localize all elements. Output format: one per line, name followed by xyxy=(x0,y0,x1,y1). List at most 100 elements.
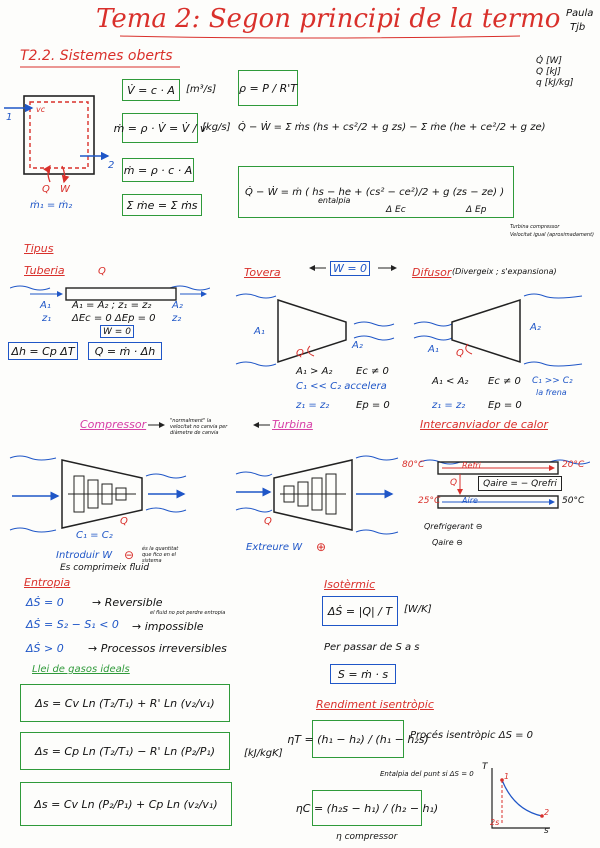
ts-x-label: s xyxy=(544,826,549,836)
intercanviador-diagram xyxy=(420,459,590,509)
w-zero-arrows xyxy=(309,265,397,271)
gasos-eq3-box: Δs = Cv Ln (P₂/P₁) + Cp Ln (v₂/v₁) xyxy=(20,782,232,826)
gasos-heading: Llei de gasos ideals xyxy=(32,664,130,675)
isoterm-note: Per passar de S a s xyxy=(324,642,420,653)
tuberia-z1: z₁ xyxy=(42,313,52,324)
entropia-note-2: el fluid no pot perdre entropia xyxy=(150,610,226,616)
tovera-ec: Ec ≠ 0 xyxy=(356,366,389,377)
difusor-line1: A₁ < A₂ xyxy=(432,376,469,387)
difusor-diagram xyxy=(413,293,583,367)
ic-t-in-hot: 80°C xyxy=(402,460,425,470)
page-title: Tema 2: Segon principi de la termo xyxy=(96,4,561,34)
tuberia-diagram xyxy=(10,285,210,301)
eta-c-box: ηC = (h₂s − h₁) / (h₂ − h₁) xyxy=(296,790,438,826)
isoterm-unit: [W/K] xyxy=(404,604,432,615)
entropia-text-3: → Processos irreversibles xyxy=(88,642,227,655)
label-delta-ec: Δ Ec xyxy=(386,205,406,215)
rendiment-process: Procés isentròpic ΔS = 0 xyxy=(410,730,534,741)
gasos-eq1-box: Δs = Cv Ln (T₂/T₁) + R' Ln (v₂/v₁) xyxy=(20,684,230,722)
ic-eq: Qaire = − Qrefri xyxy=(483,478,557,489)
eq-balance: Σ ṁe = Σ ṁs xyxy=(126,198,198,212)
compressor-minus-icon: ⊖ xyxy=(124,548,135,562)
q-label: Q xyxy=(42,184,50,195)
entropia-text-2: → impossible xyxy=(132,620,204,633)
difusor-note: (Divergeix ; s'expansiona) xyxy=(452,267,557,276)
compressor-title: Compressor xyxy=(80,418,147,431)
tuberia-a2: A₂ xyxy=(172,300,183,311)
ic-fluid1: Refri xyxy=(462,461,481,470)
inlet-label: 1 xyxy=(6,112,13,123)
ic-t-out-cold: 50°C xyxy=(562,496,585,506)
eq-flow-box: V̇ = c · A xyxy=(122,79,180,101)
eq-flow-unit: [m³/s] xyxy=(186,84,217,95)
ts-p2s: 2s xyxy=(490,818,500,827)
isoterm-heading: Isotèrmic xyxy=(324,578,376,591)
difusor-q: Q xyxy=(456,348,464,359)
eq-energy2-box: Q̇ − Ẇ = ṁ ( hs − he + (cs² − ce²)/2 + g… xyxy=(238,166,514,218)
isoterm-eq-box: ΔṠ = |Q| / T xyxy=(322,596,398,626)
tuberia-w: W = 0 xyxy=(103,326,131,337)
eta-c-note: η compressor xyxy=(336,832,398,842)
rendiment-heading: Rendiment isentròpic xyxy=(316,698,434,711)
eq-energy: Q̇ − Ẇ = Σ ṁs (hs + cs²/2 + g zs) − Σ ṁe… xyxy=(238,122,546,133)
tuberia-z2: z₂ xyxy=(172,313,182,324)
gasos-eq1: Δs = Cv Ln (T₂/T₁) + R' Ln (v₂/v₁) xyxy=(35,696,215,710)
w-label: W xyxy=(60,184,70,195)
ic-q: Q xyxy=(450,478,458,488)
difusor-a1: A₁ xyxy=(428,344,439,355)
ts-p2: 2 xyxy=(544,808,550,817)
turbina-title: Turbina xyxy=(272,418,313,431)
gasos-eq2-box: Δs = Cp Ln (T₂/T₁) − R' Ln (P₂/P₁) xyxy=(20,732,230,770)
eq-density-box: ρ = P / R'T xyxy=(238,70,298,106)
section-heading-underline xyxy=(20,66,180,68)
difusor-title: Difusor xyxy=(412,266,452,279)
difusor-ec: Ec ≠ 0 xyxy=(488,376,521,387)
ts-graph xyxy=(491,768,550,829)
eq-mass-box: ṁ = ρ · V̇ = V̇ / v xyxy=(114,113,206,143)
tuberia-a1: A₁ xyxy=(40,300,51,311)
ic-fluid2: Aire xyxy=(462,496,478,505)
entropia-text-1: → Reversible xyxy=(92,596,163,609)
rendiment-note: Entalpia del punt si ΔS = 0 xyxy=(380,770,474,778)
difusor-c: C₁ >> C₂ xyxy=(532,376,573,386)
difusor-line2: z₁ = z₂ xyxy=(432,400,466,411)
isoterm-eq: ΔṠ = |Q| / T xyxy=(327,604,393,618)
eq-balance-box: Σ ṁe = Σ ṁs xyxy=(122,194,202,216)
open-system-diagram xyxy=(4,95,110,184)
entropia-heading: Entropia xyxy=(24,576,71,589)
unit-Qdot: Q̇ [W] xyxy=(536,56,562,66)
tovera-line1: A₁ > A₂ xyxy=(296,366,333,377)
eta-c: ηC = (h₂s − h₁) / (h₂ − h₁) xyxy=(295,801,439,815)
unit-q: q [kJ/kg] xyxy=(536,78,574,88)
eq-energy2: Q̇ − Ẇ = ṁ ( hs − he + (cs² − ce²)/2 + g… xyxy=(245,186,505,198)
section-heading-tipus: Tipus xyxy=(24,242,54,255)
eq-flow: V̇ = c · A xyxy=(127,83,175,97)
entropia-eq-3: ΔṠ > 0 xyxy=(26,642,64,655)
note-adiabatic: Velocitat igual (aproximadament) xyxy=(510,232,594,238)
tovera-q: Q xyxy=(296,348,304,359)
tuberia-q: Q xyxy=(98,266,106,277)
tuberia-eq1: Δh = Cp ΔT xyxy=(11,344,75,358)
tovera-a2: A₂ xyxy=(352,340,363,351)
gasos-eq3: Δs = Cv Ln (P₂/P₁) + Cp Ln (v₂/v₁) xyxy=(34,797,218,811)
compressor-c: C₁ = C₂ xyxy=(76,530,113,541)
tuberia-eq2: Q = ṁ · Δh xyxy=(94,344,156,358)
difusor-a2: A₂ xyxy=(530,322,541,333)
ic-q1: Qrefrigerant ⊖ xyxy=(424,522,483,531)
eq-mass: ṁ = ρ · V̇ = V̇ / v xyxy=(113,121,207,135)
compressor-intro: Introduir W xyxy=(56,550,113,561)
tovera-line2: C₁ << C₂ accelera xyxy=(296,381,387,392)
ic-q2: Qaire ⊖ xyxy=(432,538,463,547)
ic-eq-box: Qaire = − Qrefri xyxy=(478,476,562,491)
turbina-extract: Extreure W xyxy=(246,542,303,553)
ic-t-in-cold: 25°C xyxy=(418,496,441,506)
eta-t-box: ηT = (h₁ − h₂) / (h₁ − h₂s) xyxy=(287,720,429,758)
tovera-line3: z₁ = z₂ xyxy=(296,400,330,411)
outlet-label: 2 xyxy=(108,160,115,171)
eta-t: ηT = (h₁ − h₂) / (h₁ − h₂s) xyxy=(287,732,429,746)
w-zero-box: W = 0 xyxy=(330,261,370,276)
section-heading-open: T2.2. Sistemes oberts xyxy=(20,48,173,64)
compressor-intro-note: Es comprimeix fluid xyxy=(60,563,150,573)
difusor-c2: la frena xyxy=(536,388,567,397)
label-entalpia: entalpia xyxy=(318,196,351,205)
